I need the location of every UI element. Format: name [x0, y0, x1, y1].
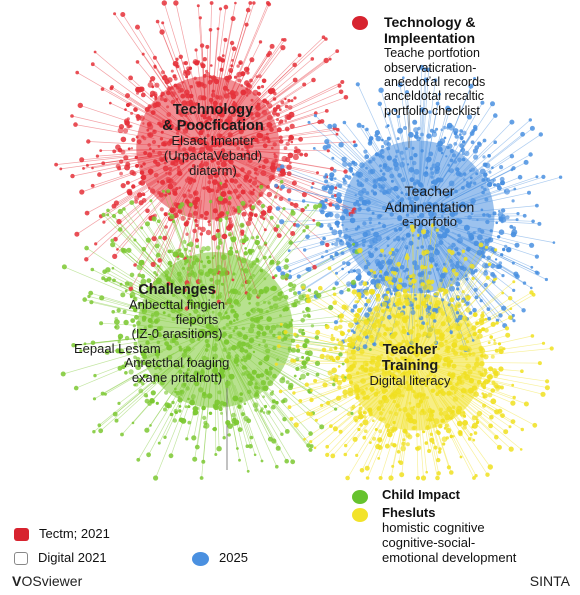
- green-circle-icon: [352, 490, 368, 504]
- cluster-line: fieports: [175, 311, 219, 327]
- vosviewer-logo: VOSviewer: [12, 573, 82, 589]
- legend-line: aneedoťal records: [384, 74, 486, 89]
- legend-item-label: Child Impact: [382, 487, 461, 502]
- cluster-line: e-porfotio: [402, 214, 457, 230]
- legend-year-2025: 2025: [192, 550, 248, 566]
- cluster-line: (IZ-0 arasitions): [131, 326, 223, 342]
- red-circle-icon: [352, 16, 368, 30]
- legend-item-child-impact: Child Impact: [350, 487, 575, 504]
- vosviewer-text: OSviewer: [21, 573, 83, 589]
- outline-square-icon: [14, 552, 28, 566]
- cluster-line: Digital literacy: [369, 373, 451, 389]
- red-square-icon: [14, 528, 29, 542]
- sinta-label: SINTA: [529, 573, 570, 589]
- legend-year-digital: Digital 2021: [14, 550, 107, 566]
- legend-line: homistic cognitive: [382, 519, 485, 535]
- legend-item-label: Fhesluts: [382, 504, 436, 520]
- legend-line: anceldotal recaltic: [384, 89, 485, 104]
- legend-line: Teache portfotion: [384, 46, 480, 61]
- cluster-line: (UrpactaVeband): [163, 148, 263, 164]
- cluster-title-technology: Technology & Poocfication: [162, 102, 264, 135]
- legend-line: emotional development: [382, 549, 517, 565]
- cluster-line: diaterm): [189, 162, 237, 178]
- yellow-circle-icon: [352, 507, 368, 522]
- cluster-label-challenges: Challenges Anbecttal fingien fieports (I…: [58, 282, 296, 386]
- legend-year-label: 2025: [219, 550, 248, 565]
- legend-line: observaticration-: [384, 60, 477, 75]
- cluster-title-teacher-training: Teacher Training: [381, 342, 439, 375]
- cluster-label-teacher-admin: Teacher Adminentation e-porfotio: [342, 183, 517, 230]
- vosviewer-mark: V: [12, 573, 22, 589]
- legend-year-tectm: Tectm; 2021: [14, 526, 110, 542]
- legend-year-label: Tectm; 2021: [39, 526, 110, 541]
- blue-circle-icon: [192, 551, 209, 566]
- cluster-title-challenges: Challenges: [138, 282, 216, 298]
- legend-year-label: Digital 2021: [38, 550, 107, 565]
- cluster-line: Anbecttal fingien: [128, 297, 226, 313]
- cluster-label-technology: Technology & Poocfication Elsact Imenter…: [118, 102, 308, 178]
- cluster-line: exane pritalrott): [131, 369, 223, 385]
- legend-child-impact: Child Impact Fhesluts homistic cognitive…: [350, 487, 575, 566]
- legend-line: cognitive-social-: [382, 534, 476, 550]
- cluster-label-teacher-training: Teacher Training Digital literacy: [340, 342, 480, 389]
- network-nodes: [54, 0, 563, 481]
- legend-item-fhesluts: Fhesluts: [350, 504, 575, 522]
- cluster-line: Eepaal Lestam: [74, 340, 161, 356]
- legend-technology-implementation: Technology & Impleentation Teache portfo…: [352, 14, 577, 118]
- cluster-line: Elsact Imenter: [171, 133, 255, 149]
- legend-line: portfolio checklist: [384, 103, 480, 118]
- cluster-title-teacher-admin: Teacher Adminentation: [384, 183, 475, 215]
- legend-heading: Technology & Impleentation: [384, 14, 476, 47]
- cluster-line: Anretcthal foaging: [124, 355, 230, 371]
